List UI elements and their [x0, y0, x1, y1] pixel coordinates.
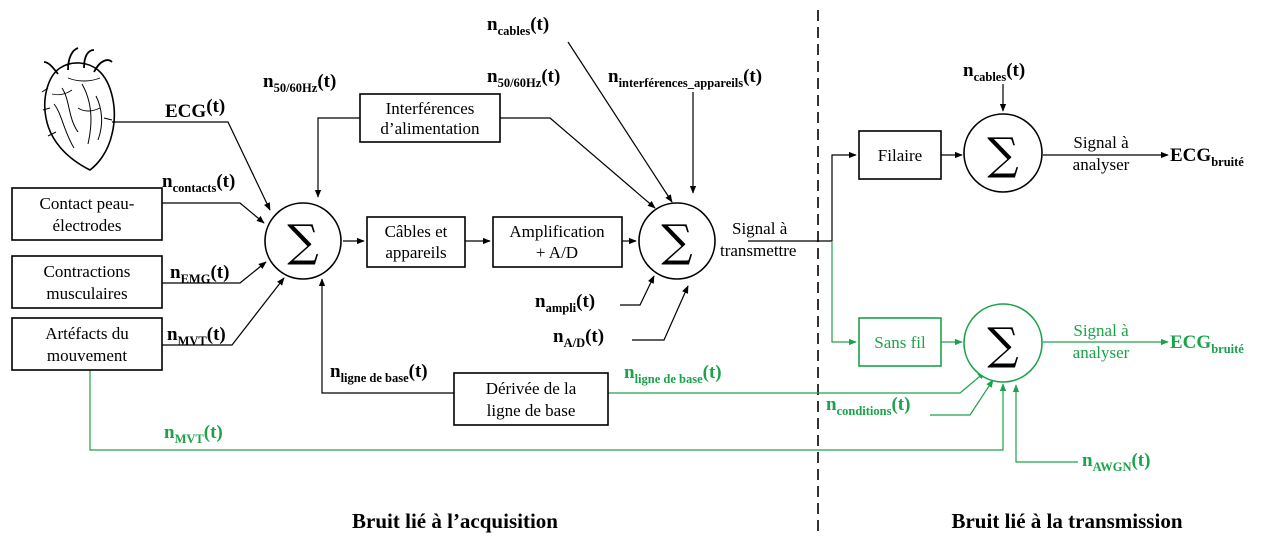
svg-text:électrodes: électrodes: [53, 216, 122, 235]
svg-text:Sans fil: Sans fil: [874, 333, 926, 352]
svg-text:Filaire: Filaire: [878, 146, 922, 165]
sigma-symbol: ∑: [287, 216, 318, 267]
signal-n-ligne-base-green: nligne de base(t): [624, 362, 722, 386]
footer-transmission: Bruit lié à la transmission: [951, 509, 1182, 533]
signal-n-ad: nA/D(t): [553, 326, 604, 350]
sigma-symbol: ∑: [987, 129, 1018, 180]
svg-text:d’alimentation: d’alimentation: [380, 119, 480, 138]
sigma-symbol: ∑: [661, 216, 692, 267]
label-signal-a-transmettre: Signal à transmettre: [720, 219, 796, 260]
svg-text:mouvement: mouvement: [47, 346, 128, 365]
black-wires: [112, 41, 1169, 394]
green-wires: [89, 241, 1169, 463]
svg-text:Artéfacts du: Artéfacts du: [45, 324, 129, 343]
box-amplification: Amplification + A/D: [492, 216, 623, 268]
box-contact-peau: Contact peau- électrodes: [11, 187, 163, 241]
svg-text:Câbles et: Câbles et: [385, 222, 448, 241]
svg-text:Dérivée de la: Dérivée de la: [486, 379, 577, 398]
signal-n-ampli: nampli(t): [535, 291, 595, 315]
svg-text:Contractions: Contractions: [44, 262, 131, 281]
sum-acquisition: ∑: [264, 202, 342, 280]
svg-text:transmettre: transmettre: [720, 241, 796, 260]
label-signal-a-analyser-wireless: Signal à analyser: [1073, 321, 1130, 362]
svg-text:Signal à: Signal à: [1073, 321, 1129, 340]
signal-n-emg: nEMG(t): [170, 262, 229, 286]
signal-n-interferences: ninterférences_appareils(t): [608, 66, 762, 90]
sum-filaire: ∑: [963, 113, 1043, 193]
box-filaire: Filaire: [858, 130, 942, 180]
signal-n-mvt: nMVT(t): [167, 324, 226, 348]
signal-n-contacts: ncontacts(t): [162, 171, 235, 195]
signal-n-ligne-base: nligne de base(t): [330, 361, 428, 385]
svg-text:Signal à: Signal à: [1073, 133, 1129, 152]
signal-n-awgn: nAWGN(t): [1082, 450, 1150, 474]
label-signal-a-analyser-wired: Signal à analyser: [1073, 133, 1130, 174]
sum-sans-fil: ∑: [963, 303, 1043, 383]
box-derivee-ligne-base: Dérivée de la ligne de base: [453, 372, 609, 426]
box-artefacts: Artéfacts du mouvement: [11, 317, 163, 371]
box-cables-appareils: Câbles et appareils: [366, 216, 466, 268]
sum-amplification: ∑: [638, 202, 716, 280]
svg-text:+ A/D: + A/D: [536, 243, 578, 262]
svg-text:Amplification: Amplification: [509, 222, 605, 241]
box-contractions: Contractions musculaires: [11, 255, 163, 309]
signal-n-cables-top: ncables(t): [487, 14, 549, 38]
svg-text:Signal à: Signal à: [732, 219, 788, 238]
signal-ecg-bruite-wireless: ECGbruité: [1170, 332, 1244, 356]
signal-ecg-bruite-wired: ECGbruité: [1170, 145, 1244, 169]
signal-ecg-in: ECG(t): [165, 96, 225, 122]
svg-text:analyser: analyser: [1073, 155, 1130, 174]
signal-n-5060-mid: n50/60Hz(t): [487, 66, 560, 90]
svg-text:ligne de base: ligne de base: [487, 401, 576, 420]
svg-text:analyser: analyser: [1073, 343, 1130, 362]
svg-text:appareils: appareils: [385, 243, 446, 262]
signal-n-mvt-green: nMVT(t): [164, 422, 223, 446]
box-sans-fil: Sans fil: [858, 317, 942, 367]
box-interferences: Interférences d’alimentation: [359, 93, 501, 143]
signal-n-conditions: nconditions(t): [826, 394, 910, 418]
svg-text:musculaires: musculaires: [46, 284, 127, 303]
heart-anatomical-icon: [41, 47, 116, 171]
footer-acquisition: Bruit lié à l’acquisition: [352, 509, 558, 533]
sigma-symbol: ∑: [987, 319, 1018, 370]
signal-n-cables-right: ncables(t): [963, 60, 1025, 84]
svg-text:Contact peau-: Contact peau-: [40, 194, 135, 213]
signal-n-5060-left: n50/60Hz(t): [263, 71, 336, 95]
svg-text:Interférences: Interférences: [386, 99, 475, 118]
